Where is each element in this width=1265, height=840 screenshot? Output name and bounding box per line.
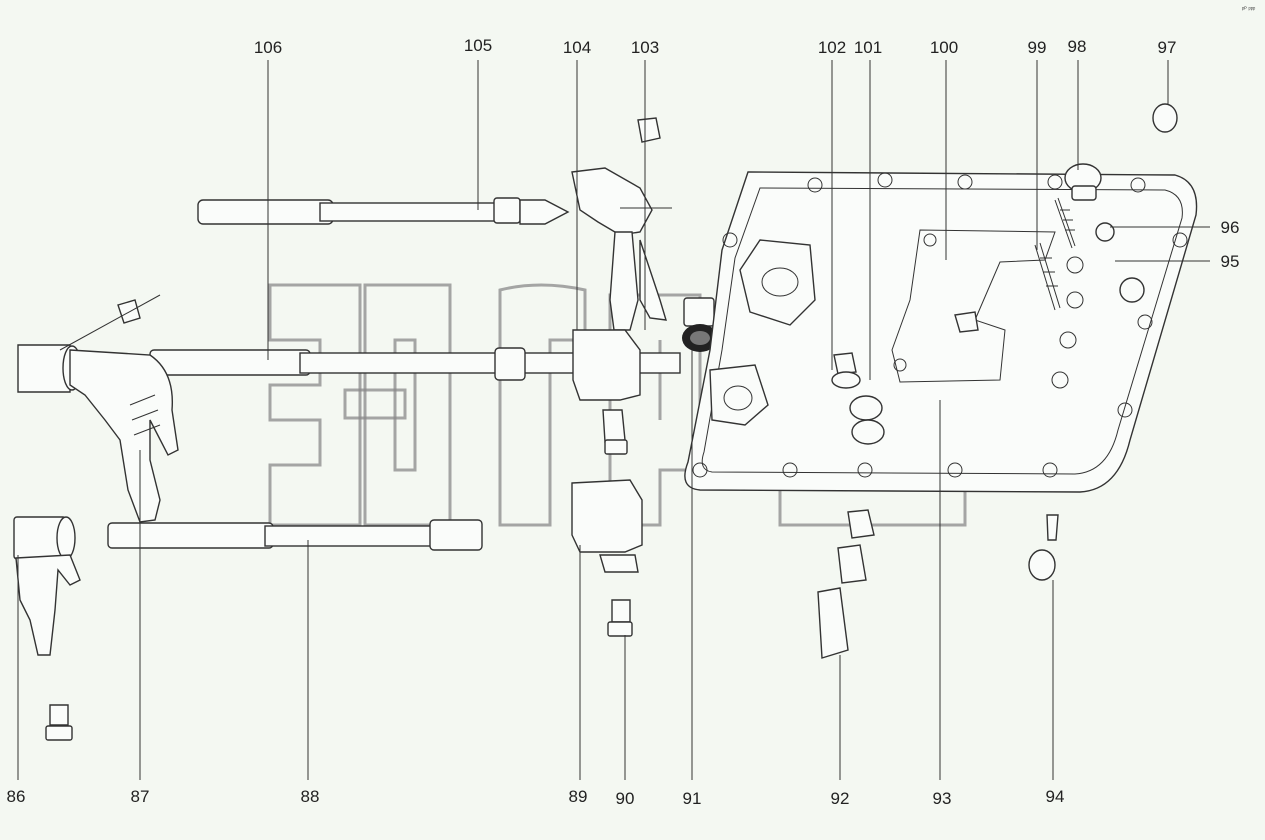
callout-98: 98 [1068,37,1087,56]
callout-91: 91 [683,789,702,808]
callout-88: 88 [301,787,320,806]
washer-97 [1152,103,1178,133]
callout-89: 89 [569,787,588,806]
interlock-block-lower [571,479,643,637]
callouts-right: 96 95 [1221,218,1240,271]
callout-96: 96 [1221,218,1240,237]
callout-104: 104 [563,38,591,57]
callout-103: 103 [631,38,659,57]
callout-99: 99 [1028,38,1047,57]
callouts-top: 106 105 104 103 102 101 100 99 98 97 [254,36,1177,57]
shift-lever-assembly [571,117,667,331]
callout-105: 105 [464,36,492,55]
valve-pieces [817,509,875,659]
callouts-bottom: 86 87 88 89 90 91 92 93 94 [7,787,1065,808]
small-valve-stack [831,352,885,445]
callout-100: 100 [930,38,958,57]
callout-94: 94 [1046,787,1065,806]
interlock-block-upper [572,329,641,455]
callout-101: 101 [854,38,882,57]
upper-shift-rod [197,197,570,225]
callout-87: 87 [131,787,150,806]
callout-90: 90 [616,789,635,808]
plug-with-seal [682,297,718,352]
pin-94 [1046,514,1059,541]
small-shift-fork [13,516,81,741]
corner-mark: ᵖᴾ ᵖᵖᵖ [1242,6,1256,13]
callout-92: 92 [831,789,850,808]
large-shift-fork [17,299,179,523]
callout-97: 97 [1158,38,1177,57]
callout-106: 106 [254,38,282,57]
lower-shift-rod [107,519,483,551]
callout-102: 102 [818,38,846,57]
spring-and-plug [1034,163,1115,311]
callout-95: 95 [1221,252,1240,271]
callout-93: 93 [933,789,952,808]
callout-86: 86 [7,787,26,806]
leader-lines [17,60,1210,780]
washer-94 [1028,549,1056,581]
cover-plate [684,171,1198,493]
